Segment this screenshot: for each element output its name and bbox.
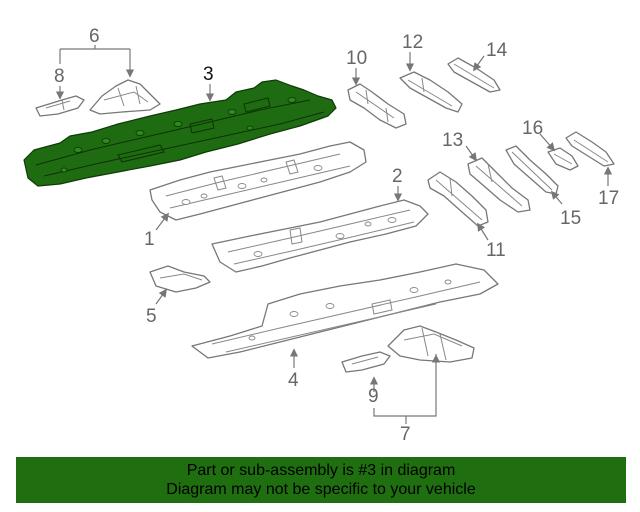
part-9-bracket[interactable] bbox=[341, 351, 391, 373]
callout-16[interactable]: 16 bbox=[522, 118, 543, 139]
part-10-crossmember[interactable] bbox=[347, 83, 407, 129]
callout-9[interactable]: 9 bbox=[368, 386, 379, 407]
part-7-bracket[interactable] bbox=[387, 325, 475, 363]
callout-11[interactable]: 11 bbox=[486, 240, 506, 261]
part-6-bracket[interactable] bbox=[89, 79, 161, 115]
callout-15[interactable]: 15 bbox=[560, 208, 581, 229]
part-11-side-member[interactable] bbox=[427, 171, 489, 227]
parts-diagram: 3 6 8 1 2 bbox=[23, 26, 619, 445]
callout-17[interactable]: 17 bbox=[598, 188, 619, 209]
callout-13[interactable]: 13 bbox=[442, 130, 463, 151]
part-2-floor-panel[interactable] bbox=[211, 199, 429, 273]
callout-14[interactable]: 14 bbox=[486, 40, 508, 61]
part-13-reinforcement[interactable] bbox=[467, 157, 531, 213]
callout-5[interactable]: 5 bbox=[146, 306, 157, 327]
part-8-bracket[interactable] bbox=[35, 95, 85, 117]
part-16-bracket[interactable] bbox=[547, 147, 579, 171]
part-14-rail[interactable] bbox=[447, 57, 501, 93]
callout-12[interactable]: 12 bbox=[402, 32, 423, 53]
callout-10[interactable]: 10 bbox=[346, 48, 367, 69]
part-4-rear-floor-panel[interactable] bbox=[191, 263, 499, 359]
callout-7[interactable]: 7 bbox=[400, 424, 411, 445]
callout-4[interactable]: 4 bbox=[288, 370, 299, 391]
callout-6[interactable]: 6 bbox=[89, 26, 100, 47]
banner-line-1: Part or sub-assembly is #3 in diagram bbox=[186, 462, 456, 479]
part-info-banner: Part or sub-assembly is #3 in diagram Di… bbox=[16, 457, 626, 503]
callout-3[interactable]: 3 bbox=[203, 64, 214, 85]
callout-1[interactable]: 1 bbox=[144, 229, 155, 250]
part-17-rail[interactable] bbox=[565, 131, 615, 167]
part-12-crossmember[interactable] bbox=[399, 71, 463, 113]
part-3-floor-pan-highlighted[interactable] bbox=[23, 79, 337, 187]
part-1-floor-panel[interactable] bbox=[149, 141, 367, 221]
banner-line-2: Diagram may not be specific to your vehi… bbox=[166, 481, 476, 498]
callout-8[interactable]: 8 bbox=[54, 66, 65, 87]
callout-2[interactable]: 2 bbox=[392, 166, 403, 187]
part-5-bracket[interactable] bbox=[149, 265, 211, 293]
part-15-rail[interactable] bbox=[505, 145, 559, 195]
